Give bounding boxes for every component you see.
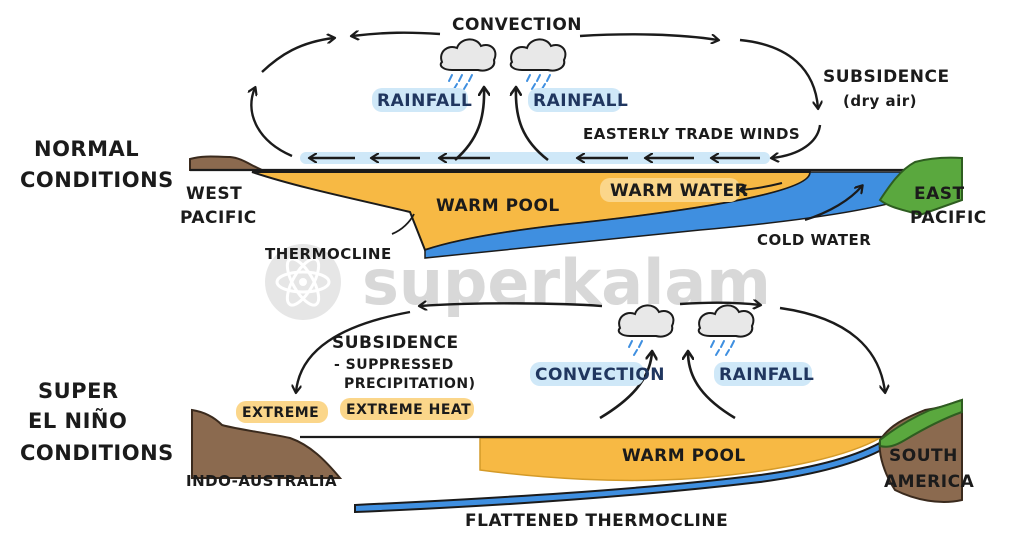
normal-warm-water-label: WARM WATER <box>610 181 748 201</box>
super-subsidence-line1: SUBSIDENCE <box>332 333 459 353</box>
rain-cloud-icon <box>439 38 497 90</box>
super-subsidence-line2: - SUPPRESSED <box>334 357 454 373</box>
rainfall-highlight <box>714 362 812 386</box>
super-heading-line2: EL NIÑO <box>28 408 127 433</box>
convection-highlight <box>530 362 644 386</box>
normal-west-line1: WEST <box>186 184 242 204</box>
normal-subsidence-note: (dry air) <box>843 92 917 110</box>
rain-cloud-icon <box>617 304 675 356</box>
super-rainfall-label: RAINFALL <box>719 365 814 385</box>
normal-west-line2: PACIFIC <box>180 208 257 228</box>
normal-east-line1: EAST <box>914 184 965 204</box>
super-flattened-thermocline-label: FLATTENED THERMOCLINE <box>465 511 728 531</box>
atom-logo-icon <box>265 244 341 320</box>
super-circulation-arrows <box>296 303 885 420</box>
normal-heading-line2: CONDITIONS <box>20 168 174 192</box>
normal-rainfall-left-label: RAINFALL <box>377 91 472 111</box>
easterly-trade-wind-arrows <box>300 152 770 164</box>
rainfall-left-highlight <box>372 88 468 112</box>
cold-water-region <box>424 171 904 259</box>
rain-cloud-icon <box>509 38 567 90</box>
super-south-line1: SOUTH <box>889 446 958 466</box>
rain-cloud-icon <box>697 304 755 356</box>
normal-trade-winds-label: EASTERLY TRADE WINDS <box>583 125 800 143</box>
watermark-text: superkalam <box>362 246 771 319</box>
normal-warm-pool-label: WARM POOL <box>436 196 560 216</box>
west-pacific-land <box>189 155 263 171</box>
normal-rainfall-right-label: RAINFALL <box>533 91 628 111</box>
normal-subsidence-label: SUBSIDENCE <box>823 67 950 87</box>
extreme-heat-highlight <box>340 398 474 420</box>
super-extreme-heat-label: EXTREME HEAT <box>346 402 471 418</box>
normal-east-line2: PACIFIC <box>910 208 987 228</box>
super-warm-pool-region <box>479 437 883 482</box>
walker-circulation-arrows <box>251 33 862 222</box>
indo-australia-land <box>191 408 343 479</box>
super-indo-australia-label: INDO-AUSTRALIA <box>186 472 337 490</box>
super-el-nino-panel: SUPER EL NIÑO CONDITIONS SUBSIDENCE - SU… <box>20 303 975 531</box>
normal-thermocline-label: THERMOCLINE <box>265 245 392 263</box>
super-heading-line1: SUPER <box>38 379 119 403</box>
extreme-highlight <box>236 401 328 423</box>
super-warm-pool-label: WARM POOL <box>622 446 746 466</box>
super-convection-label: CONVECTION <box>535 365 665 385</box>
warm-water-highlight <box>600 178 740 202</box>
super-extreme-label: EXTREME <box>242 405 319 421</box>
rainfall-right-highlight <box>528 88 622 112</box>
normal-cold-water-label: COLD WATER <box>757 231 871 249</box>
super-subsidence-line3: PRECIPITATION) <box>344 376 476 392</box>
thermocline-pointer <box>391 213 415 235</box>
normal-heading-line1: NORMAL <box>34 137 139 161</box>
south-america-coast <box>879 398 963 448</box>
super-south-line2: AMERICA <box>884 472 975 492</box>
normal-convection-label: CONVECTION <box>452 15 582 35</box>
normal-panel: NORMAL CONDITIONS CONVECTION RAINFALL RA… <box>20 15 987 263</box>
super-heading-line3: CONDITIONS <box>20 441 174 465</box>
east-pacific-land <box>878 156 963 217</box>
watermark: superkalam <box>265 244 771 320</box>
